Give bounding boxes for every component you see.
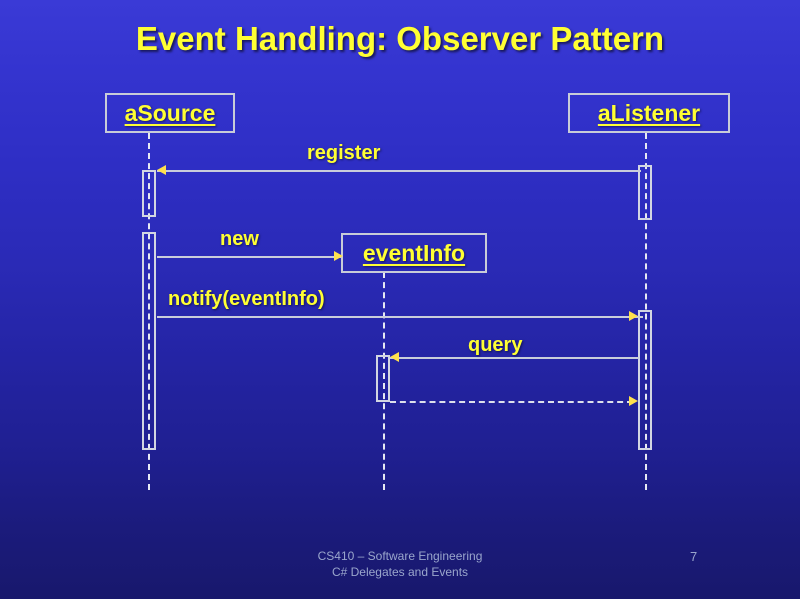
message-arrowhead-new	[334, 251, 343, 261]
message-arrowhead-return	[629, 396, 638, 406]
footer-line-1: CS410 – Software Engineering	[317, 549, 483, 563]
participant-label-alistener: aListener	[597, 99, 701, 126]
message-line-notify	[157, 316, 643, 318]
message-label-new: new	[220, 228, 259, 250]
message-line-register	[157, 170, 641, 172]
message-label-register: register	[307, 142, 381, 164]
footer: CS410 – Software Engineering C# Delegate…	[0, 548, 800, 580]
message-arrowhead-register	[157, 165, 166, 175]
activation-asource-register	[142, 170, 156, 217]
message-line-query	[390, 357, 639, 359]
page-number: 7	[690, 549, 698, 564]
lifeline-asource	[148, 133, 150, 490]
page-title: Event Handling: Observer Pattern	[135, 20, 665, 57]
footer-line-2: C# Delegates and Events	[331, 565, 469, 579]
activation-alistener-register	[638, 165, 652, 220]
message-arrowhead-query	[390, 352, 399, 362]
message-line-return	[390, 401, 633, 403]
message-arrowhead-notify	[629, 311, 638, 321]
activation-alistener-notify	[638, 310, 652, 450]
participant-box-asource[interactable]: aSource	[105, 93, 235, 133]
lifeline-eventinfo	[383, 272, 385, 490]
activation-eventinfo-query	[376, 355, 390, 402]
activation-asource-main	[142, 232, 156, 450]
message-label-notify: notify(eventInfo)	[168, 288, 325, 310]
participant-box-eventinfo[interactable]: eventInfo	[341, 233, 487, 273]
participant-label-eventinfo: eventInfo	[362, 239, 466, 266]
participant-box-alistener[interactable]: aListener	[568, 93, 730, 133]
participant-label-asource: aSource	[124, 99, 216, 126]
message-label-query: query	[468, 334, 523, 356]
message-line-new	[157, 256, 343, 258]
